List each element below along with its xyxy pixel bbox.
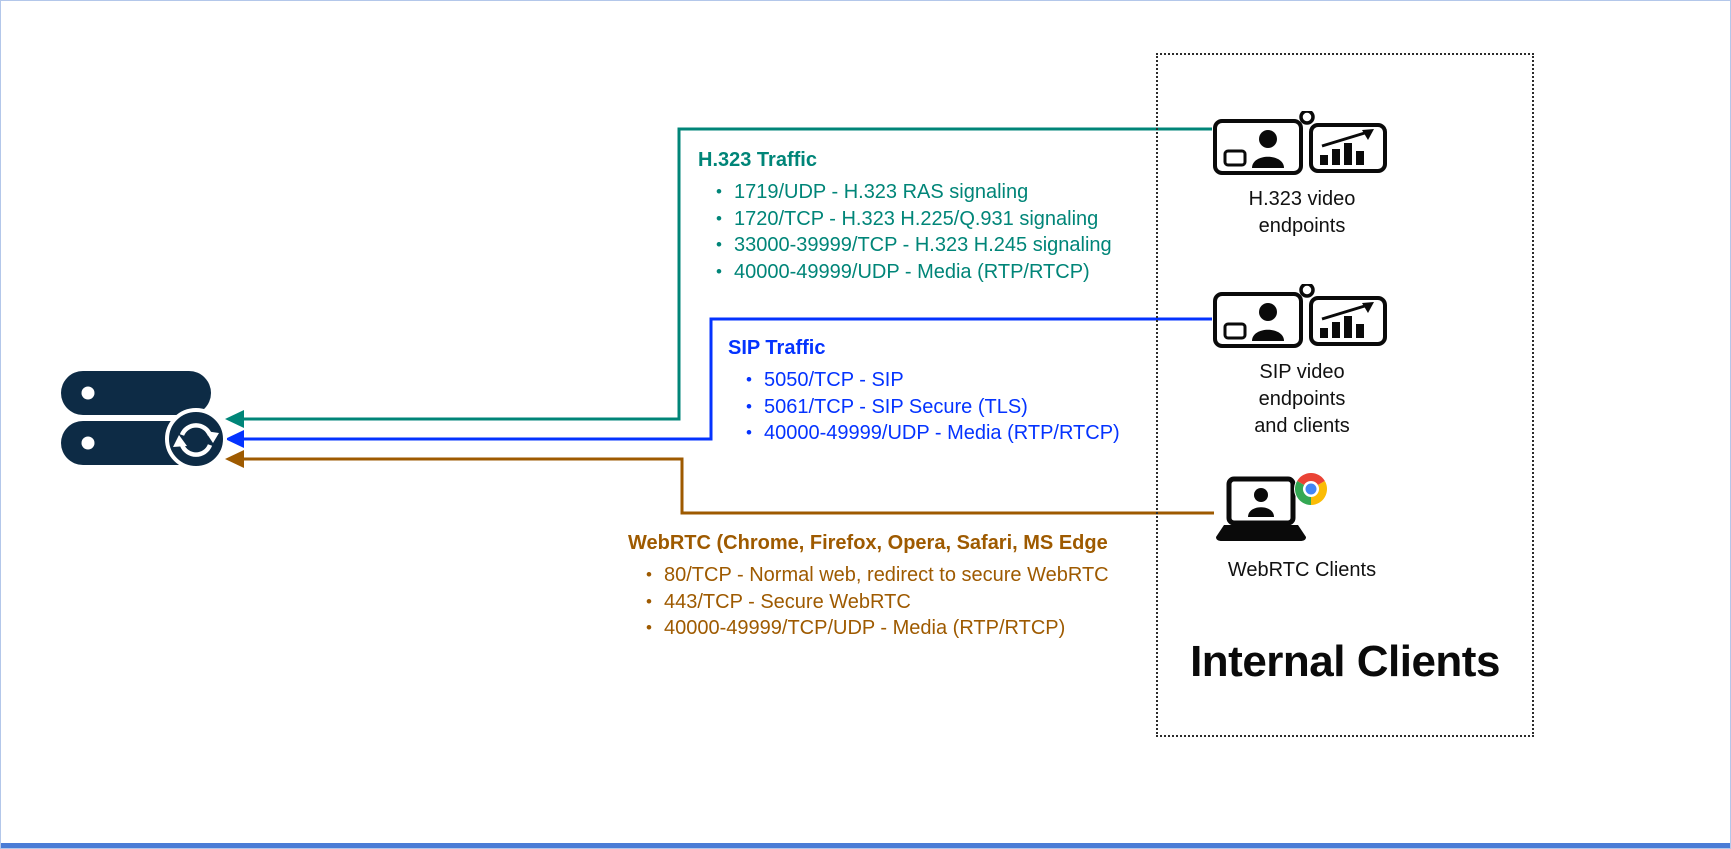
h323-arrowhead-icon [225,410,244,428]
sip-video-endpoint-icon [1212,282,1390,355]
webrtc-traffic-item: 80/TCP - Normal web, redirect to secure … [644,562,1188,589]
sip-endpoint-label: SIP video endpoints and clients [1254,361,1350,437]
internal-clients-box [1156,53,1534,737]
h323-traffic-item: 40000-49999/UDP - Media (RTP/RTCP) [714,259,1168,286]
h323-traffic-item: 33000-39999/TCP - H.323 H.245 signaling [714,232,1168,259]
webrtc-traffic-item: 40000-49999/TCP/UDP - Media (RTP/RTCP) [644,615,1188,642]
sip-traffic-item: 5061/TCP - SIP Secure (TLS) [744,394,1198,421]
h323-traffic-list: 1719/UDP - H.323 RAS signaling 1720/TCP … [714,179,1168,285]
webrtc-arrowhead-icon [225,450,244,468]
webrtc-traffic-item: 443/TCP - Secure WebRTC [644,589,1188,616]
h323-traffic-title: H.323 Traffic [698,149,817,171]
h323-traffic-item: 1720/TCP - H.323 H.225/Q.931 signaling [714,206,1168,233]
h323-traffic-item: 1719/UDP - H.323 RAS signaling [714,179,1168,206]
conference-server-icon [61,369,231,476]
h323-endpoint-label: H.323 video endpoints [1248,188,1356,237]
h323-connector-line [242,127,1212,421]
h323-video-endpoint-icon [1212,109,1390,182]
internal-clients-title: Internal Clients [1190,637,1500,686]
bottom-border-bar [1,843,1730,848]
webrtc-clients-label: WebRTC Clients [1227,559,1377,581]
server-stack-icon [61,371,227,470]
sip-traffic-block: SIP Traffic 5050/TCP - SIP 5061/TCP - SI… [728,335,1198,447]
sip-traffic-item: 40000-49999/UDP - Media (RTP/RTCP) [744,420,1198,447]
sip-connector-line [242,317,1212,441]
webrtc-laptop-icon [1211,471,1335,556]
webrtc-connector-line [242,457,1214,515]
sip-traffic-title: SIP Traffic [728,337,826,359]
h323-traffic-block: H.323 Traffic 1719/UDP - H.323 RAS signa… [698,147,1168,285]
webrtc-traffic-block: WebRTC (Chrome, Firefox, Opera, Safari, … [628,530,1188,642]
sip-arrowhead-icon [225,430,244,448]
sip-traffic-list: 5050/TCP - SIP 5061/TCP - SIP Secure (TL… [744,367,1198,447]
sip-traffic-item: 5050/TCP - SIP [744,367,1198,394]
webrtc-traffic-title: WebRTC (Chrome, Firefox, Opera, Safari, … [628,532,1108,554]
sync-arrows-icon [165,408,227,470]
browser-logo-icon [1294,472,1328,506]
webrtc-traffic-list: 80/TCP - Normal web, redirect to secure … [644,562,1188,642]
